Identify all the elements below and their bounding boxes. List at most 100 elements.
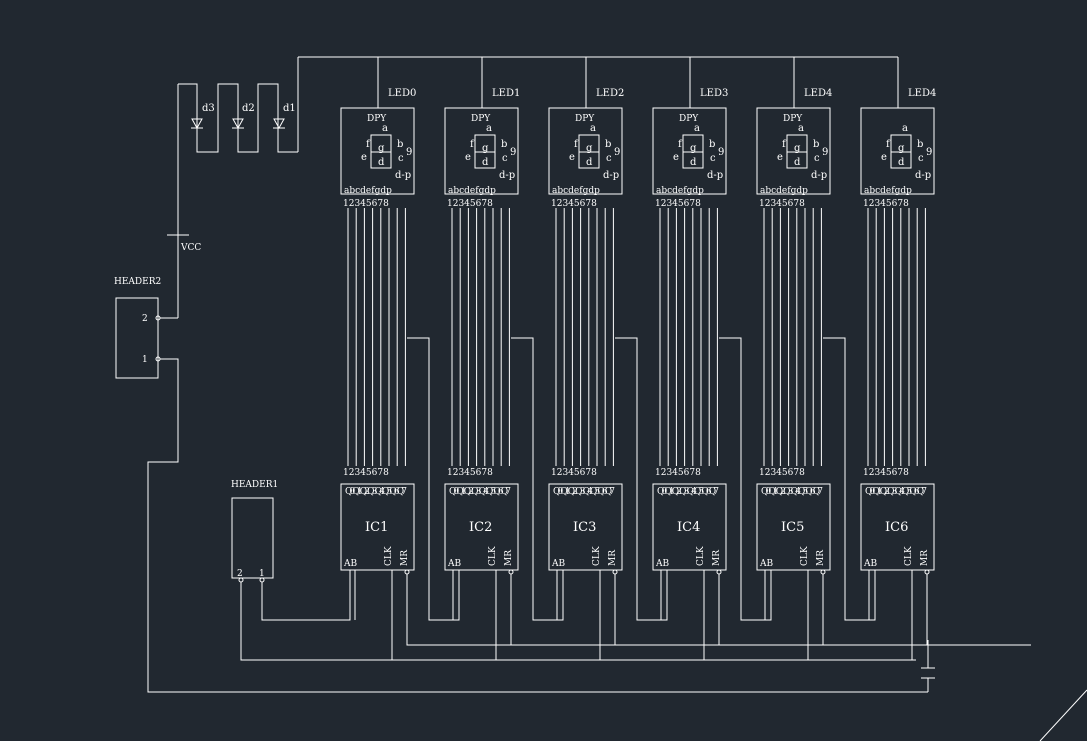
chip-1-mr-pin: MR — [504, 550, 514, 566]
display-1-seg-extra: 9 — [510, 147, 516, 158]
chip-0-box — [340, 483, 415, 571]
display-2-seg-b: b — [605, 139, 611, 150]
chip-5-outputs: Q0Q1Q2Q3Q4Q5Q6Q7 — [865, 487, 927, 497]
display-3-seg-e: e — [673, 152, 679, 163]
display-1-seg-dp: d-p — [499, 170, 515, 181]
display-0-box — [340, 107, 415, 195]
chip-2-outputs: Q0Q1Q2Q3Q4Q5Q6Q7 — [553, 487, 615, 497]
display-5-seg-g: g — [898, 143, 905, 154]
carry-wire-1 — [511, 337, 564, 621]
display-5-seg-d: d — [898, 157, 905, 168]
display-1-seg-b: b — [501, 139, 507, 150]
chip-3-ab-pin: AB — [655, 559, 669, 569]
unit-4: LED4DPYafegdbc9d-pabcdefgdp1234567812345… — [756, 57, 927, 660]
header1: HEADER1 2 1 — [231, 480, 916, 661]
chip-4-pin-numbers: 12345678 — [759, 468, 805, 478]
display-2-seg-dp: d-p — [603, 170, 619, 181]
display-2-seg-extra: 9 — [614, 147, 620, 158]
display-4-seg-e: e — [777, 152, 783, 163]
chip-2-mr-node — [612, 569, 618, 575]
display-3-seg-dp: d-p — [707, 170, 723, 181]
chip-5-label: IC6 — [885, 520, 908, 535]
chip-2-clk-pin: CLK — [592, 546, 602, 566]
diode-d1: d1 — [273, 103, 296, 130]
vcc-label: VCC — [180, 243, 201, 253]
header2-label: HEADER2 — [114, 277, 161, 287]
chip-2-box — [548, 483, 623, 571]
carry-wire-0 — [407, 337, 460, 621]
display-1-type: DPY — [471, 114, 491, 124]
diode-d3-label: d3 — [202, 103, 215, 114]
display-5-seg-a: a — [902, 123, 908, 134]
chip-3-label: IC4 — [677, 520, 700, 535]
display-1-seg-a: a — [486, 123, 492, 134]
carry-wire-4 — [823, 337, 876, 621]
display-2-seg-c: c — [606, 153, 612, 164]
display-0-label: LED0 — [388, 88, 416, 99]
chip-5-ab-pin: AB — [863, 559, 877, 569]
carry-wire-2 — [615, 337, 668, 621]
display-1-label: LED1 — [492, 88, 520, 99]
display-1-seg-g: g — [482, 143, 489, 154]
chip-3-pin-numbers: 12345678 — [655, 468, 701, 478]
display-3-label: LED3 — [700, 88, 728, 99]
power-capacitor-symbol — [921, 640, 935, 692]
chip-5-mr-wire — [926, 574, 1031, 646]
chip-4-mr-pin: MR — [816, 550, 826, 566]
display-5-seg-dp: d-p — [915, 170, 931, 181]
display-4-seg-extra: 9 — [822, 147, 828, 158]
chip-2-pin-numbers: 12345678 — [551, 468, 597, 478]
chip-0-mr-pin: MR — [400, 550, 410, 566]
chip-4-ab-pin: AB — [759, 559, 773, 569]
chip-0-ab-pin: AB — [343, 559, 357, 569]
display-2-pin-letters: abcdefgdp — [552, 186, 600, 196]
display-2-box — [548, 107, 623, 195]
chip-0-outputs: Q0Q1Q2Q3Q4Q5Q6Q7 — [345, 487, 407, 497]
display-0-type: DPY — [367, 114, 387, 124]
chip-3-outputs: Q0Q1Q2Q3Q4Q5Q6Q7 — [657, 487, 719, 497]
chip-3-mr-node — [716, 569, 722, 575]
display-1-box — [444, 107, 519, 195]
diode-d2: d2 — [232, 103, 255, 130]
display-0-seg-c: c — [398, 153, 404, 164]
display-0-seg-d: d — [378, 157, 385, 168]
display-2-seg-e: e — [569, 152, 575, 163]
chip-1-box — [444, 483, 519, 571]
display-3-type: DPY — [679, 114, 699, 124]
header1-pin-1: 1 — [259, 569, 265, 579]
chip-5-mr-pin: MR — [920, 550, 930, 566]
chip-5-clk-pin: CLK — [904, 546, 914, 566]
display-5-seg-extra: 9 — [926, 147, 932, 158]
chip-3-mr-pin: MR — [712, 550, 722, 566]
display-3-seg-b: b — [709, 139, 715, 150]
header2-pin-1: 1 — [142, 355, 148, 365]
display-2-type: DPY — [575, 114, 595, 124]
display-0-seg-b: b — [397, 139, 403, 150]
carry-wire-3 — [719, 337, 772, 621]
chip-4-mr-wire — [822, 574, 927, 646]
display-0-seg-g: g — [378, 143, 385, 154]
display-4-pin-numbers: 12345678 — [759, 199, 805, 209]
display-4-box — [756, 107, 831, 195]
chip-1-clk-pin: CLK — [488, 546, 498, 566]
unit-2: LED2DPYafegdbc9d-pabcdefgdp1234567812345… — [548, 57, 719, 660]
display-3-seg-d: d — [690, 157, 697, 168]
chip-0-clk-pin: CLK — [384, 546, 394, 566]
chip-1-outputs: Q0Q1Q2Q3Q4Q5Q6Q7 — [449, 487, 511, 497]
unit-1: LED1DPYafegdbc9d-pabcdefgdp1234567812345… — [444, 57, 615, 660]
display-1-seg-f: f — [470, 139, 475, 150]
display-5-box — [860, 107, 935, 195]
chip-1-mr-node — [508, 569, 514, 575]
display-2-seg-d: d — [586, 157, 593, 168]
chip-2-mr-wire — [614, 574, 719, 646]
vcc-symbol: VCC — [167, 234, 201, 318]
display-2-label: LED2 — [596, 88, 624, 99]
display-1-pin-letters: abcdefgdp — [448, 186, 496, 196]
display-3-box — [652, 107, 727, 195]
unit-5: LED4afegdbc9d-pabcdefgdp1234567812345678… — [860, 57, 1031, 660]
display-0-seg-dp: d-p — [395, 170, 411, 181]
display-1-pin-numbers: 12345678 — [447, 199, 493, 209]
display-0-pin-letters: abcdefgdp — [344, 186, 392, 196]
display-3-pin-letters: abcdefgdp — [656, 186, 704, 196]
